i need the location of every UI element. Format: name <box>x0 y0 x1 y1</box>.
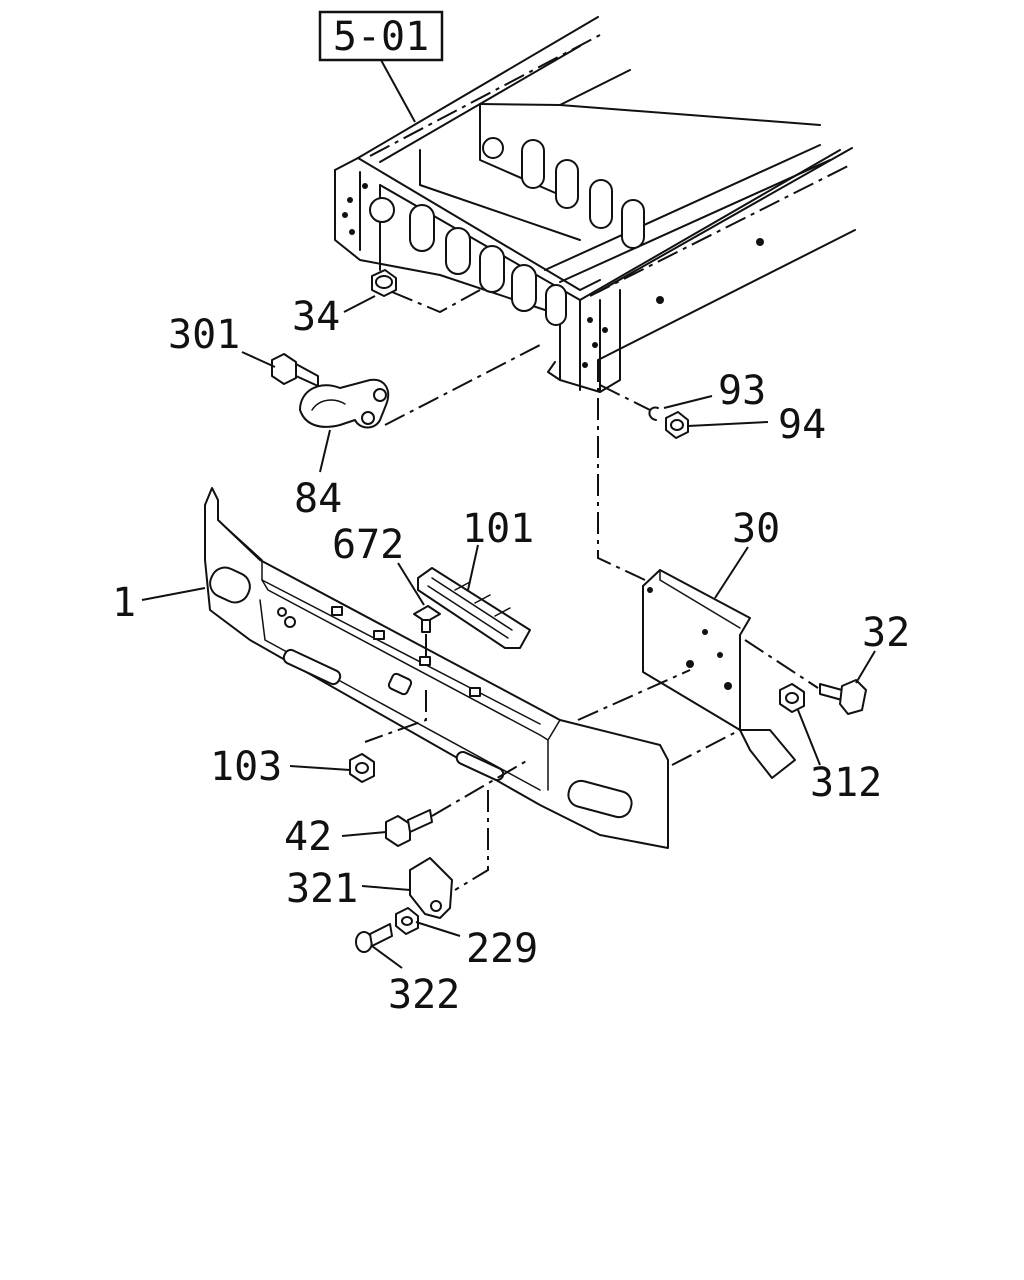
part-229-nut[interactable] <box>395 907 419 935</box>
callout-1[interactable]: 1 <box>112 580 136 626</box>
reference-box[interactable]: 5-01 <box>318 10 444 62</box>
part-312-nut[interactable] <box>779 683 805 713</box>
part-84-tow-hook[interactable] <box>299 378 390 429</box>
part-34-nut[interactable] <box>371 269 397 297</box>
part-1-bumper[interactable] <box>204 487 669 849</box>
part-94-nut[interactable] <box>665 411 689 439</box>
leader-lines <box>141 295 876 969</box>
part-93-washer[interactable] <box>648 406 659 421</box>
callout-labels: 34 301 84 93 94 672 101 30 1 32 103 312 … <box>112 294 910 1018</box>
callout-42[interactable]: 42 <box>284 814 332 860</box>
callout-312[interactable]: 312 <box>810 760 882 806</box>
reference-label: 5-01 <box>333 14 429 60</box>
callout-93[interactable]: 93 <box>718 368 766 414</box>
part-672-clip[interactable] <box>413 605 441 633</box>
part-101-cover[interactable] <box>417 567 531 649</box>
callout-101[interactable]: 101 <box>462 506 534 552</box>
callout-672[interactable]: 672 <box>332 522 404 568</box>
callout-322[interactable]: 322 <box>388 972 460 1018</box>
callout-229[interactable]: 229 <box>466 926 538 972</box>
part-322-bolt[interactable] <box>355 923 393 953</box>
part-42-bolt[interactable] <box>385 809 433 847</box>
part-103-nut[interactable] <box>349 753 375 783</box>
chassis-frame <box>334 16 856 393</box>
part-30-bracket[interactable] <box>642 569 796 779</box>
callout-32[interactable]: 32 <box>862 610 910 656</box>
part-301-bolt[interactable] <box>271 353 319 387</box>
callout-301[interactable]: 301 <box>168 312 240 358</box>
callout-103[interactable]: 103 <box>210 744 282 790</box>
callout-30[interactable]: 30 <box>732 506 780 552</box>
part-32-bolt[interactable] <box>819 679 867 715</box>
callout-94[interactable]: 94 <box>778 402 826 448</box>
part-321-plate[interactable] <box>409 857 453 919</box>
callout-84[interactable]: 84 <box>294 476 342 522</box>
callout-321[interactable]: 321 <box>286 866 358 912</box>
callout-34[interactable]: 34 <box>292 294 340 340</box>
